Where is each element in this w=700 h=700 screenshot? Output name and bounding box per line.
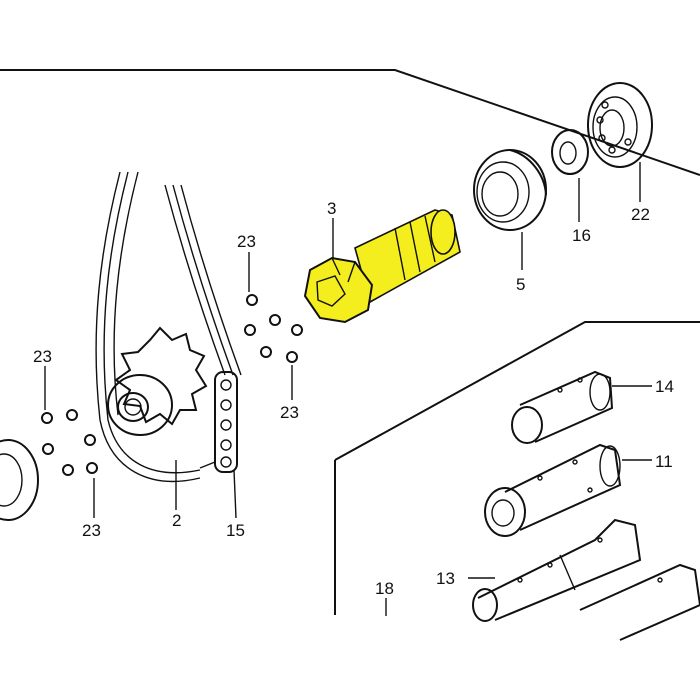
washers-23-left [41, 409, 98, 476]
label-part-18: 18 [375, 579, 394, 598]
sprocket-part-2 [107, 326, 208, 436]
label-part-16: 16 [572, 226, 591, 245]
label-part-5: 5 [516, 275, 525, 294]
label-part-23-top: 23 [237, 232, 256, 251]
washers-23-top [244, 294, 303, 363]
label-part-11: 11 [655, 452, 673, 471]
shaft-part-13 [472, 518, 700, 641]
shaft-part-11 [484, 443, 622, 537]
label-part-13: 13 [436, 569, 455, 588]
pulley-part-5 [473, 149, 547, 231]
label-part-3: 3 [327, 199, 336, 218]
left-pulley-partial [0, 439, 39, 521]
label-part-22: 22 [631, 205, 650, 224]
label-part-14: 14 [655, 377, 674, 396]
leader-lines [44, 162, 652, 616]
chain-belt [95, 171, 242, 482]
label-part-23-right: 23 [280, 403, 299, 422]
label-part-15: 15 [226, 521, 245, 540]
frame-lines [0, 69, 700, 615]
label-part-23-left: 23 [33, 347, 52, 366]
label-part-23-bottom: 23 [82, 521, 101, 540]
part-labels: 3 23 23 23 23 5 16 22 14 11 13 18 2 15 [33, 199, 674, 598]
bearing-part-22 [587, 82, 653, 168]
label-part-2: 2 [172, 511, 181, 530]
roller-chain-part-15 [199, 371, 238, 473]
shaft-part-3-highlighted [303, 209, 461, 324]
shaft-part-14 [511, 370, 614, 444]
washer-part-16 [551, 129, 589, 175]
